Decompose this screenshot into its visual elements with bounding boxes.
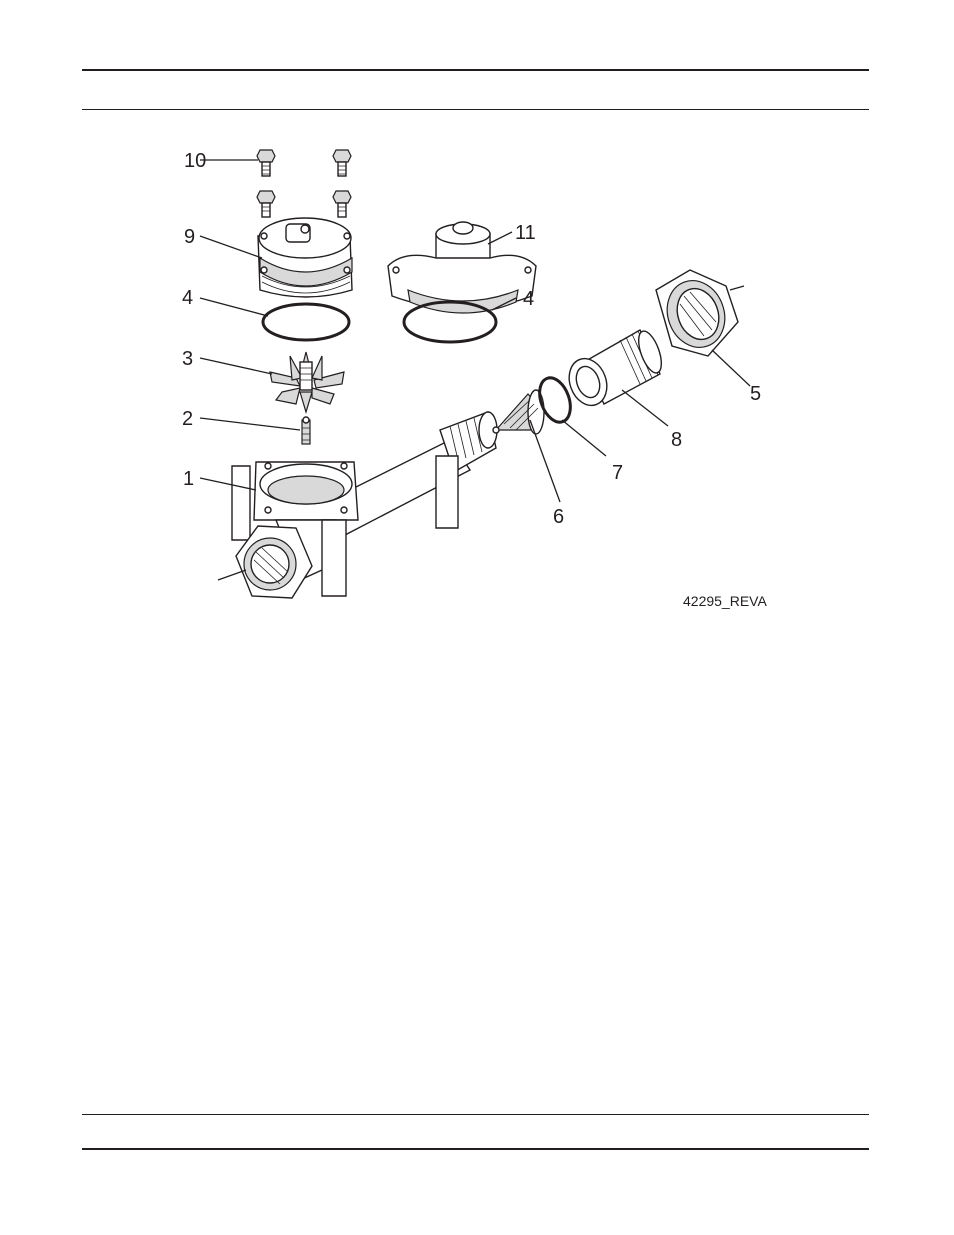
shaft-part-2 (302, 417, 310, 444)
adapter-part-9 (563, 328, 666, 410)
footer-rule-bottom (82, 1148, 869, 1150)
screw-bottom-right (333, 191, 351, 217)
impeller-part-3 (270, 352, 344, 412)
figure-id-label: 42295_REVA (683, 593, 767, 609)
exploded-parts-diagram: 10 9 4 3 2 1 11 4 6 7 8 5 42295_REVA (0, 0, 954, 640)
nut-part-10 (656, 270, 744, 356)
callout-2: 2 (182, 408, 193, 430)
callout-9: 8 (671, 429, 682, 451)
valve-body-part-1 (218, 412, 497, 598)
callout-11: 11 (515, 222, 536, 244)
callout-8: 7 (612, 462, 623, 484)
callout-7: 6 (553, 506, 564, 528)
cover-part-5 (258, 218, 352, 297)
callout-3: 3 (182, 348, 193, 370)
callout-4-right: 4 (523, 288, 534, 310)
screw-top-left (257, 150, 275, 176)
footer-rule-top (82, 1114, 869, 1115)
cone-part-7 (493, 390, 544, 434)
callout-4-left: 4 (182, 287, 193, 309)
callout-10: 5 (750, 383, 761, 405)
callout-1: 1 (183, 468, 194, 490)
o-ring-part-4-left (263, 304, 349, 340)
callout-5: 9 (184, 226, 195, 248)
screw-top-right (333, 150, 351, 176)
callout-6: 10 (184, 150, 206, 172)
screw-bottom-left (257, 191, 275, 217)
screw-parts-6 (257, 150, 351, 217)
